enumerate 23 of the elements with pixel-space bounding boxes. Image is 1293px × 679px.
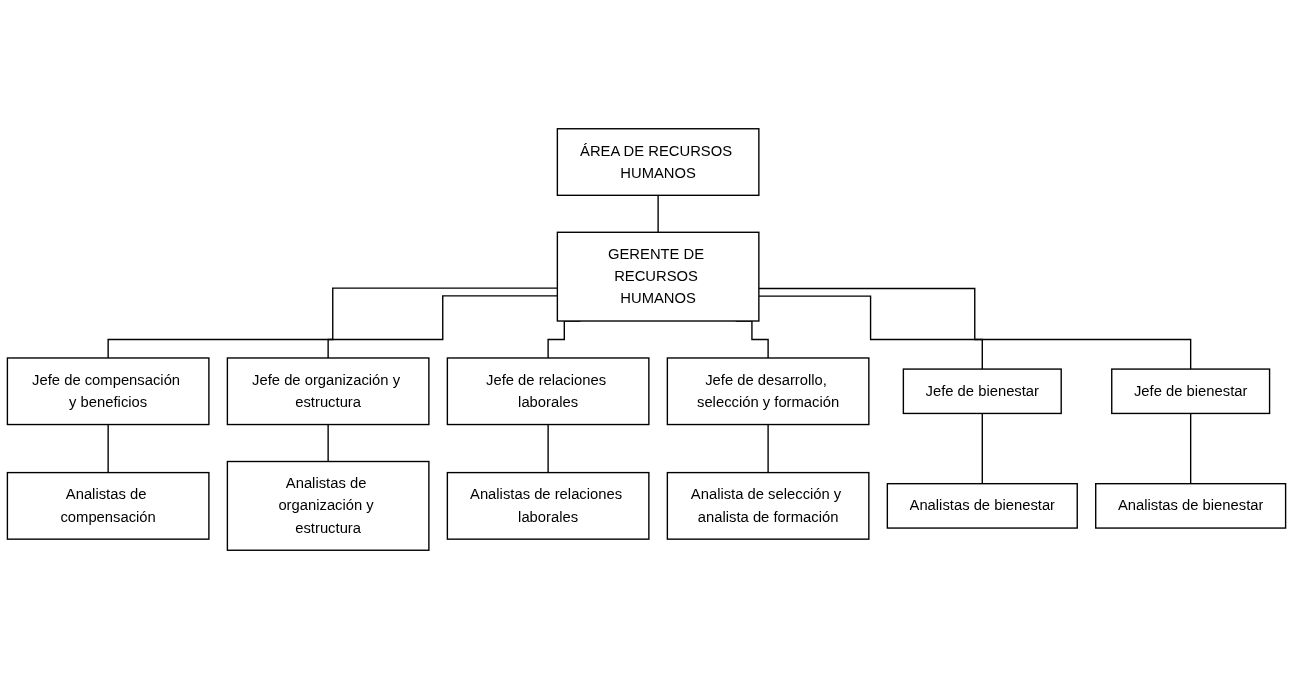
node-box: ÁREA DE RECURSOS HUMANOS bbox=[556, 128, 760, 196]
connector bbox=[657, 194, 659, 233]
node-box: Analistas de bienestar bbox=[1095, 483, 1287, 529]
connector bbox=[547, 423, 549, 474]
node-box: Analistas de bienestar bbox=[886, 483, 1078, 529]
connector bbox=[1189, 412, 1192, 485]
node-box: Jefe de compensación y beneficios bbox=[6, 357, 210, 426]
connector bbox=[327, 423, 329, 463]
node-box: Jefe de bienestar bbox=[902, 368, 1062, 415]
node-box: Analistas de relaciones laborales bbox=[446, 471, 650, 540]
node-box: GERENTE DE RECURSOS HUMANOS bbox=[556, 231, 760, 322]
node-box: Jefe de relaciones laborales bbox=[446, 357, 650, 426]
node-box: Analistas de compensación bbox=[6, 471, 210, 540]
node-box: Analistas de organización y estructura bbox=[226, 460, 430, 551]
connector bbox=[107, 423, 109, 474]
connector bbox=[767, 423, 769, 474]
connector bbox=[758, 295, 983, 370]
node-box: Jefe de organización y estructura bbox=[226, 357, 430, 426]
node-box: Jefe de desarrollo, selección y formación bbox=[666, 357, 870, 426]
connector bbox=[758, 287, 1192, 370]
node-box: Jefe de bienestar bbox=[1111, 368, 1271, 415]
connector bbox=[981, 412, 983, 485]
node-box: Analista de selección y analista de formación bbox=[666, 471, 870, 540]
